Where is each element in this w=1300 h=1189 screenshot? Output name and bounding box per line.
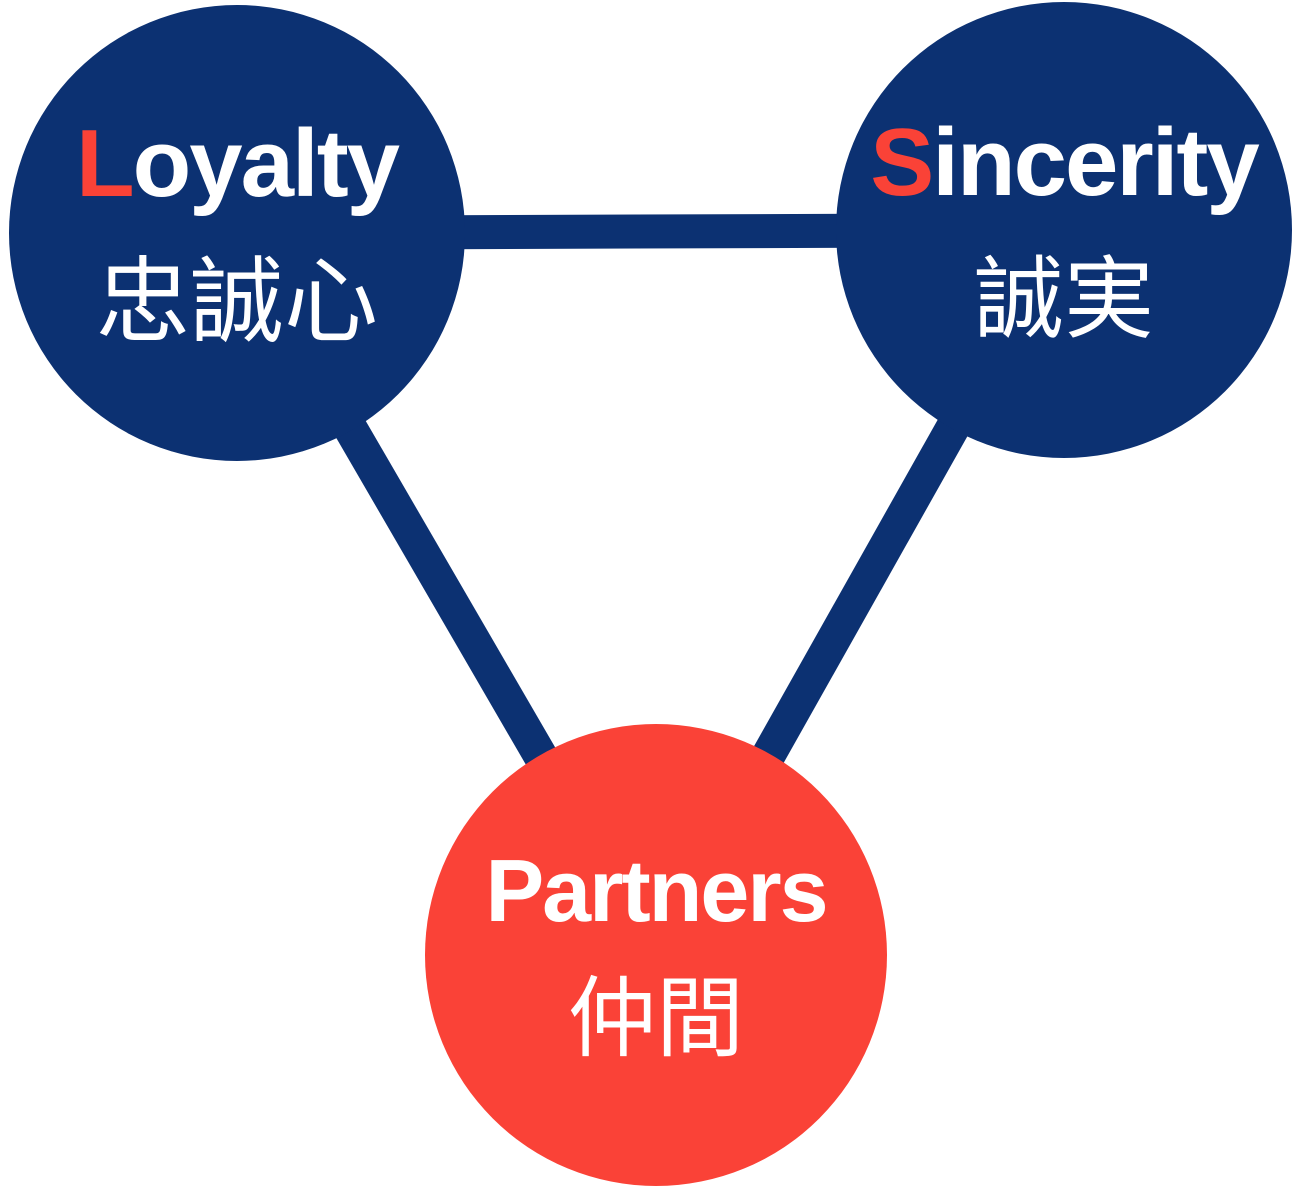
node-partners: Partners 仲間: [425, 724, 887, 1186]
node-partners-label-japanese: 仲間: [567, 967, 744, 1070]
node-loyalty-label: Loyalty: [76, 116, 400, 212]
node-loyalty-label-initial: L: [75, 110, 135, 217]
node-partners-label-rest: artners: [542, 841, 828, 940]
node-loyalty-label-rest: oyalty: [132, 110, 400, 217]
node-loyalty-label-japanese: 忠誠心: [95, 248, 378, 357]
node-sincerity: Sincerity 誠実: [836, 2, 1292, 458]
node-loyalty: Loyalty 忠誠心: [9, 5, 465, 461]
node-partners-label: Partners: [485, 847, 828, 935]
node-sincerity-label-rest: incerity: [932, 109, 1259, 216]
node-sincerity-label-japanese: 誠実: [974, 247, 1154, 352]
node-sincerity-label: Sincerity: [870, 115, 1260, 211]
node-partners-label-initial: P: [485, 841, 544, 940]
node-sincerity-label-initial: S: [870, 109, 934, 216]
